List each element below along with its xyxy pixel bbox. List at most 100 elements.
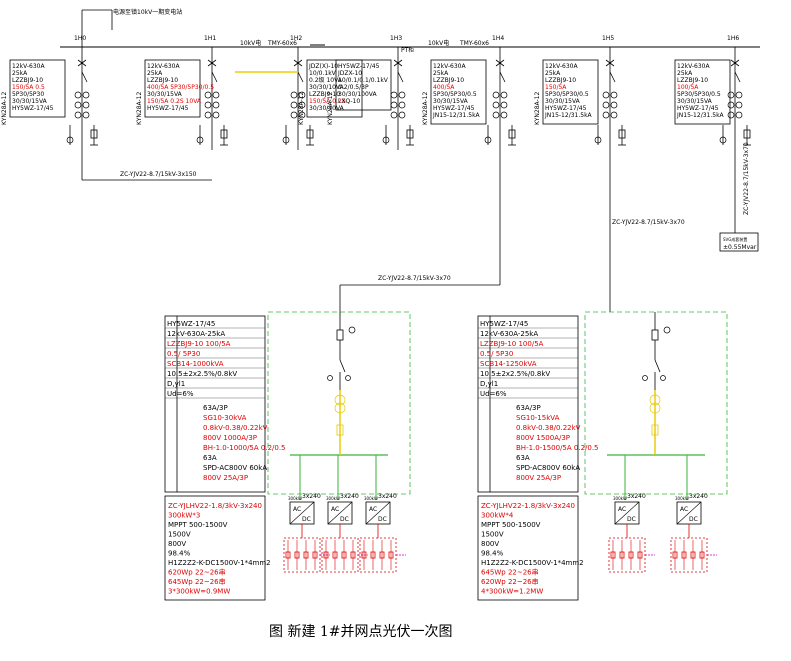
ct-coil: [602, 91, 610, 99]
ct-coil: [735, 101, 743, 109]
hv-cables: ZC-YJV22-8.7/15kV-3x150ZC-YJV22-8.7/15kV…: [81, 71, 759, 312]
indicator-lamp: [196, 136, 204, 144]
cubicle-spec: JN15-12/31.5kA: [544, 112, 593, 119]
indicator-lamp: [282, 136, 290, 144]
inverter-dc: DC: [302, 516, 311, 523]
pv-fuse: [699, 551, 705, 559]
ct-coil: [492, 101, 500, 109]
breaker-tick: [207, 59, 217, 67]
cubicle-spec: 10/0.1/0.1/0.1kV: [338, 77, 389, 84]
cubicle-spec: 12kV-630A: [147, 63, 180, 70]
cubicle-info-box: [674, 59, 731, 125]
cubicle-spec: LZZBJ9-10: [545, 77, 576, 84]
cubicle-type: KYN28A-12: [422, 92, 429, 125]
ct-coil: [390, 91, 398, 99]
cubicle-spec: JN15-12/31.5kA: [432, 112, 481, 119]
inverter-dc: DC: [378, 516, 387, 523]
cubicle-info-box: [9, 59, 66, 118]
lv-breaker: [336, 424, 344, 436]
cubicle-spec: 30/30/15VA: [433, 98, 469, 105]
spec-table: [477, 315, 579, 493]
ct-coil: [212, 101, 220, 109]
inverter-spec: 300kW*4: [481, 512, 514, 520]
inverter-kw: 300kW: [364, 496, 378, 501]
ct-coil: [500, 111, 508, 119]
lv-spec: 800V 1500A/3P: [516, 434, 570, 442]
ct-coil: [212, 111, 220, 119]
ct-coil: [204, 101, 212, 109]
ct-coil: [82, 91, 90, 99]
indicator-lamp: [663, 326, 671, 334]
tx-spec: D,yl1: [480, 380, 498, 388]
ct-coil: [82, 111, 90, 119]
aux-coil: [642, 375, 648, 381]
ct-coil: [602, 111, 610, 119]
inverter-dc: DC: [689, 516, 698, 523]
ct-coil: [500, 91, 508, 99]
cubicle-spec: 30/30/15VA: [677, 98, 713, 105]
pv-string-group: [670, 537, 708, 573]
inverter-dc: DC: [340, 516, 349, 523]
aux-coil: [345, 375, 351, 381]
tx-switch: [339, 359, 346, 373]
cubicle-info-box: [144, 59, 201, 118]
arrester: [220, 129, 228, 139]
inverter-ac: AC: [680, 506, 688, 513]
svg-box-rating: ±0.55Mvar: [723, 244, 757, 251]
ct-coil: [727, 101, 735, 109]
switch-blade: [397, 71, 404, 83]
inverter-kw: 300kW: [326, 496, 340, 501]
tx-spec: Ud=6%: [167, 390, 194, 398]
pv-fuse: [681, 551, 687, 559]
cable-tag: 3x240: [627, 493, 646, 500]
inverter-spec: 645Wp 22~26串: [481, 569, 539, 577]
lv-spec: BH-1.0-1500/5A 0.2/0.5: [516, 444, 599, 452]
inverter-spec: 620Wp 22~26串: [168, 569, 226, 577]
cable-tag: 3x240: [689, 493, 708, 500]
cubicle-spec: 30/30/15VA: [12, 98, 48, 105]
cubicle-spec: 30/30/15VA: [147, 91, 183, 98]
tx-spec: SCB14-1250kVA: [480, 360, 537, 368]
ct-coil: [204, 91, 212, 99]
pv-fuse: [690, 551, 696, 559]
pv-fuse: [341, 551, 347, 559]
inverter-kw: 300kW: [613, 496, 627, 501]
inverter-table: [477, 495, 579, 601]
ct-coil: [735, 111, 743, 119]
ct-coil: [735, 91, 743, 99]
cubicle-spec: LXQ-10: [338, 98, 360, 105]
lv-spec: 63A: [516, 454, 530, 462]
lv-spec: 63A: [203, 454, 217, 462]
ct-coil: [290, 91, 298, 99]
lv-spec: SPD-AC800V 60kA: [516, 464, 580, 472]
cubicle-spec: 5P30/5P30/0.5: [545, 91, 589, 98]
switch-blade: [297, 71, 304, 83]
cubicle-spec: HY5WZ-17/45: [147, 105, 189, 112]
inverter-spec: 1500V: [481, 531, 504, 539]
cubicle-spec: JDZX-10: [337, 70, 362, 77]
cubicle-spec: 5P30/5P30: [12, 91, 44, 98]
cubicle-spec: 25kA: [433, 70, 449, 77]
pv-fuse: [379, 551, 385, 559]
lv-spec: 800V 25A/3P: [203, 474, 248, 482]
cubicle-spec: 10/0.1kV: [309, 70, 337, 77]
inverter-spec: MPPT 500-1500V: [481, 521, 541, 529]
cubicle-id: 1H0: [74, 35, 86, 42]
tx-winding-lv: [334, 402, 346, 414]
arrester: [618, 129, 626, 139]
pv-fuse: [294, 551, 300, 559]
pv-fuse: [312, 551, 318, 559]
ct-coil: [298, 101, 306, 109]
inverter-spec: 620Wp 22~26串: [481, 578, 539, 586]
cubicle-spec: 5P30/5P30/0.5: [677, 91, 721, 98]
inverter-diagonal: [676, 501, 702, 525]
ct-coil: [610, 101, 618, 109]
ct-coil: [82, 101, 90, 109]
inverter-diagonal: [327, 501, 353, 525]
cubicle-spec: HY5WZ-17/45: [12, 105, 54, 112]
lv-spec: SG10-30kVA: [203, 414, 247, 422]
switch-blade: [609, 71, 616, 83]
